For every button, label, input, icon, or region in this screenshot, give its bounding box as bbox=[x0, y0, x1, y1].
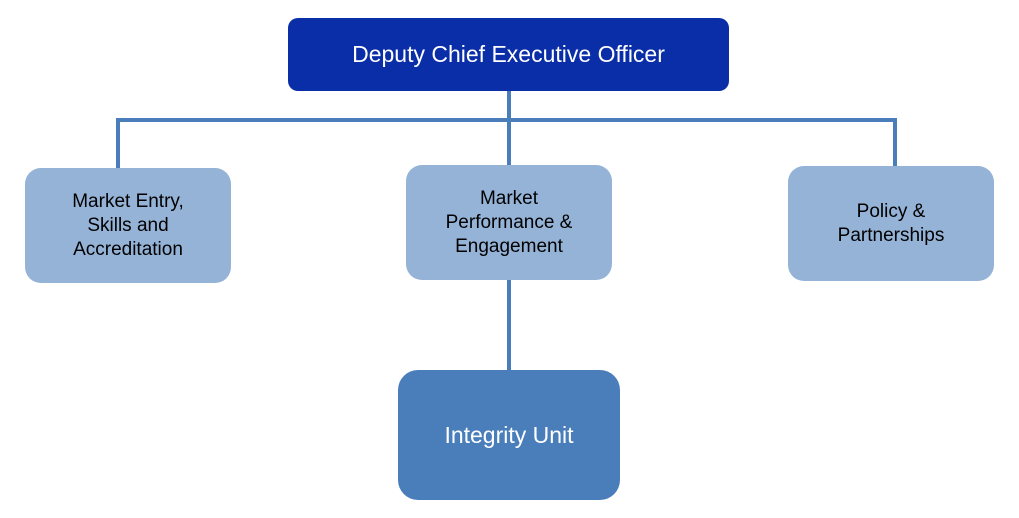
market-performance-label: Market Performance & Engagement bbox=[445, 187, 573, 257]
deputy-ceo-label: Deputy Chief Executive Officer bbox=[352, 41, 665, 67]
policy-partnerships-label: Policy & Partnerships bbox=[837, 200, 945, 246]
market-entry-box: Market Entry, Skills and Accreditation bbox=[25, 168, 231, 283]
market-performance-box: Market Performance & Engagement bbox=[406, 165, 612, 280]
market-entry-label: Market Entry, Skills and Accreditation bbox=[72, 190, 184, 260]
deputy-ceo-box: Deputy Chief Executive Officer bbox=[288, 18, 729, 91]
integrity-unit-label: Integrity Unit bbox=[444, 421, 574, 448]
policy-partnerships-box: Policy & Partnerships bbox=[788, 166, 994, 281]
integrity-unit-box: Integrity Unit bbox=[398, 370, 620, 500]
